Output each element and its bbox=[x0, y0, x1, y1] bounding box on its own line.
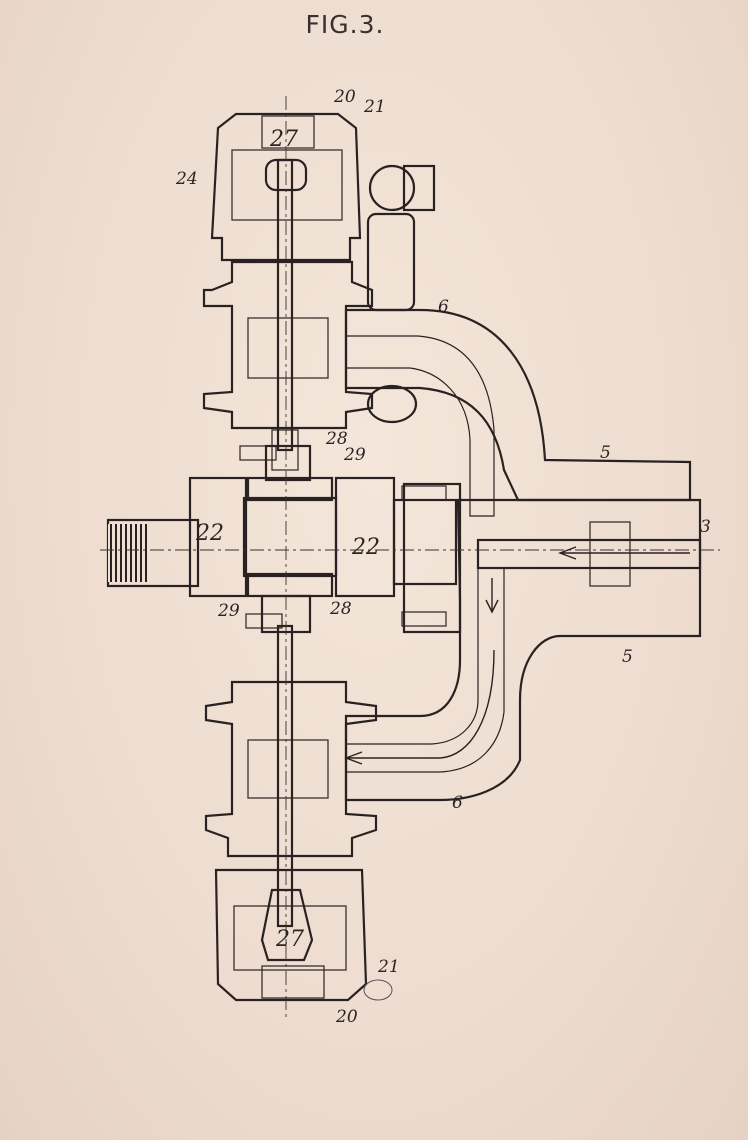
label-5-top: 5 bbox=[600, 443, 611, 463]
bottom-plunger bbox=[260, 888, 314, 962]
coupling-sleeve bbox=[242, 496, 338, 578]
flow-arrow-return bbox=[344, 649, 495, 765]
bottom-set-screw bbox=[245, 613, 283, 629]
top-link-rod bbox=[366, 212, 416, 312]
label-5-bottom: 5 bbox=[622, 647, 633, 667]
bottom-cap-cavity bbox=[233, 905, 347, 971]
label-29-bottom: 29 bbox=[217, 601, 240, 621]
flange-bolt-bottom bbox=[401, 611, 447, 627]
label-28-bottom: 28 bbox=[329, 599, 352, 619]
top-valve-stem bbox=[276, 158, 294, 452]
top-cap-cavity bbox=[231, 149, 343, 221]
upper-pipe-6 bbox=[344, 308, 692, 502]
top-link-lug bbox=[366, 384, 418, 424]
bottom-body-bore bbox=[247, 739, 329, 799]
top-cap-housing bbox=[210, 112, 362, 262]
label-22-left: 22 bbox=[195, 521, 224, 546]
flow-arrow-main bbox=[558, 546, 690, 560]
label-21-bottom: 21 bbox=[377, 957, 400, 977]
bottom-spring-base bbox=[261, 965, 325, 999]
archive-stamp bbox=[363, 979, 393, 1001]
upper-pipe-bore bbox=[345, 335, 495, 517]
pipe-3-seal bbox=[589, 521, 631, 587]
bottom-valve-stem bbox=[276, 624, 294, 928]
bottom-valve-assembly bbox=[204, 624, 378, 1002]
central-coupling bbox=[106, 444, 462, 634]
shaft-thread bbox=[108, 524, 150, 582]
top-link-eye bbox=[368, 164, 416, 212]
label-27-top: 27 bbox=[269, 127, 298, 152]
flow-arrow-down bbox=[485, 578, 499, 614]
top-body-bore bbox=[247, 317, 329, 379]
label-21-top: 21 bbox=[363, 97, 386, 117]
bottom-valve-body bbox=[204, 680, 378, 858]
label-29-top: 29 bbox=[343, 445, 366, 465]
top-valve-body bbox=[202, 260, 374, 430]
pipe-3-bore bbox=[476, 538, 702, 570]
top-link-nut bbox=[402, 164, 436, 212]
top-valve-assembly bbox=[202, 112, 436, 471]
top-spring-chamber bbox=[261, 115, 315, 149]
label-6-bottom: 6 bbox=[452, 793, 463, 813]
left-hub bbox=[188, 476, 248, 598]
bottom-cap-housing bbox=[214, 868, 368, 1002]
main-pipe-5 bbox=[344, 498, 702, 802]
top-screw-block bbox=[264, 444, 312, 482]
label-20-top: 20 bbox=[333, 87, 356, 107]
label-28-top: 28 bbox=[325, 429, 348, 449]
label-6-top: 6 bbox=[438, 297, 449, 317]
label-22-right: 22 bbox=[351, 535, 380, 560]
label-3: 3 bbox=[700, 517, 711, 537]
label-27-bottom: 27 bbox=[275, 927, 304, 952]
sleeve-collar-top bbox=[246, 476, 334, 502]
label-24: 24 bbox=[175, 169, 198, 189]
top-set-screw bbox=[239, 445, 277, 461]
flange-bolt-top bbox=[401, 485, 447, 501]
lower-pipe-bore bbox=[345, 567, 505, 773]
label-20-bottom: 20 bbox=[335, 1007, 358, 1027]
figure-title: FIG.3. bbox=[305, 10, 385, 39]
sleeve-collar-bottom bbox=[246, 572, 334, 598]
top-stem-thread bbox=[271, 429, 299, 471]
pipe-flange bbox=[402, 482, 462, 634]
